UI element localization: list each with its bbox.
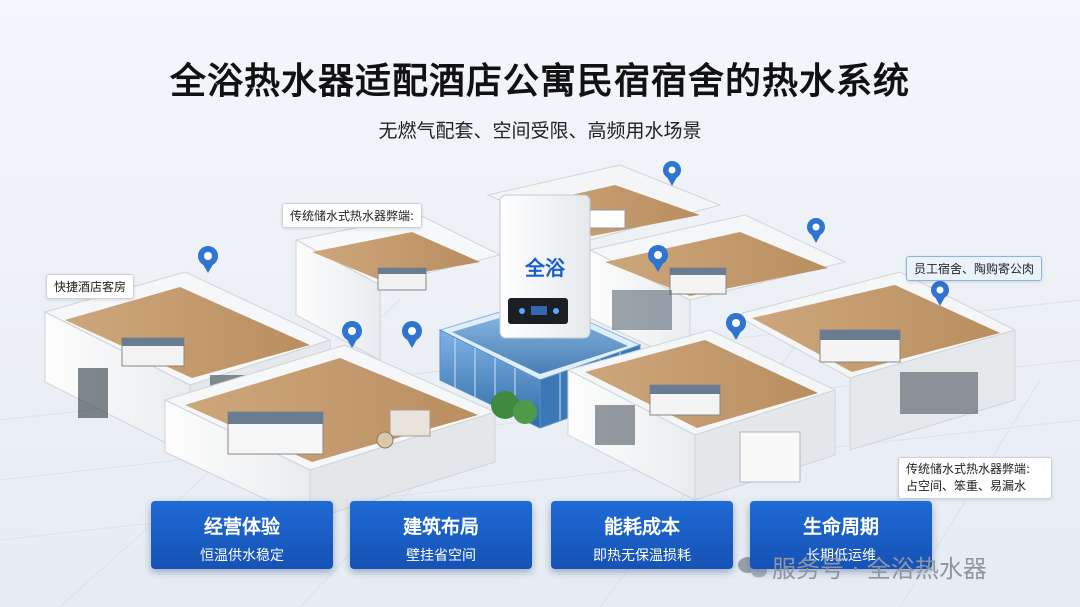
card-title: 经营体验: [203, 516, 280, 538]
water-heater-unit: [499, 194, 591, 339]
room-right-front: [566, 329, 837, 501]
card-operation-experience: 经营体验 恒温供水稳定: [151, 501, 333, 569]
room-right-middle: [588, 214, 847, 366]
room-staff-dorm: [733, 271, 1017, 451]
page-title: 全浴热水器适配酒店公寓民宿宿舍的热水系统: [169, 61, 910, 102]
pin-icon-8: [931, 281, 949, 306]
page-subtitle: 无燃气配套、空间受限、高频用水场景: [378, 120, 702, 142]
card-subtitle: 壁挂省空间: [406, 548, 476, 564]
card-title: 建筑布局: [402, 516, 479, 538]
card-subtitle: 即热无保温损耗: [593, 548, 691, 564]
room-lounge: [163, 344, 497, 521]
card-title: 能耗成本: [603, 516, 680, 538]
pin-icon-3: [402, 321, 422, 348]
pin-icon-5: [648, 245, 668, 272]
label-traditional-bottom: 传统储水式热水器弊端: 占空间、笨重、易漏水: [898, 457, 1052, 499]
pin-icon-4: [663, 161, 681, 186]
location-pins: [198, 161, 949, 348]
label-quick-hotel: 快捷酒店客房: [46, 274, 135, 299]
label-traditional-bottom-line1: 传统储水式热水器弊端:: [906, 462, 1031, 476]
watermark-text: 服务号 · 全浴热水器: [772, 555, 987, 583]
pin-icon-7: [726, 313, 746, 340]
pin-icon-1: [198, 246, 218, 273]
pin-icon-6: [807, 218, 825, 243]
card-lifecycle: 生命周期 长期低运维: [750, 501, 932, 569]
card-building-layout: 建筑布局 壁挂省空间: [350, 501, 532, 569]
label-staff-dorm: 员工宿舍、陶购寄公肉: [906, 256, 1043, 281]
label-traditional-top: 传统储水式热水器弊端:: [282, 203, 423, 228]
card-energy-cost: 能耗成本 即热无保温损耗: [551, 501, 733, 569]
card-title: 生命周期: [802, 516, 879, 538]
card-subtitle: 长期低运维: [806, 548, 876, 564]
heater-logo: 全浴: [525, 256, 565, 280]
card-subtitle: 恒温供水稳定: [200, 548, 284, 564]
label-traditional-bottom-line2: 占空间、笨重、易漏水: [906, 479, 1027, 493]
pin-icon-2: [342, 321, 362, 348]
